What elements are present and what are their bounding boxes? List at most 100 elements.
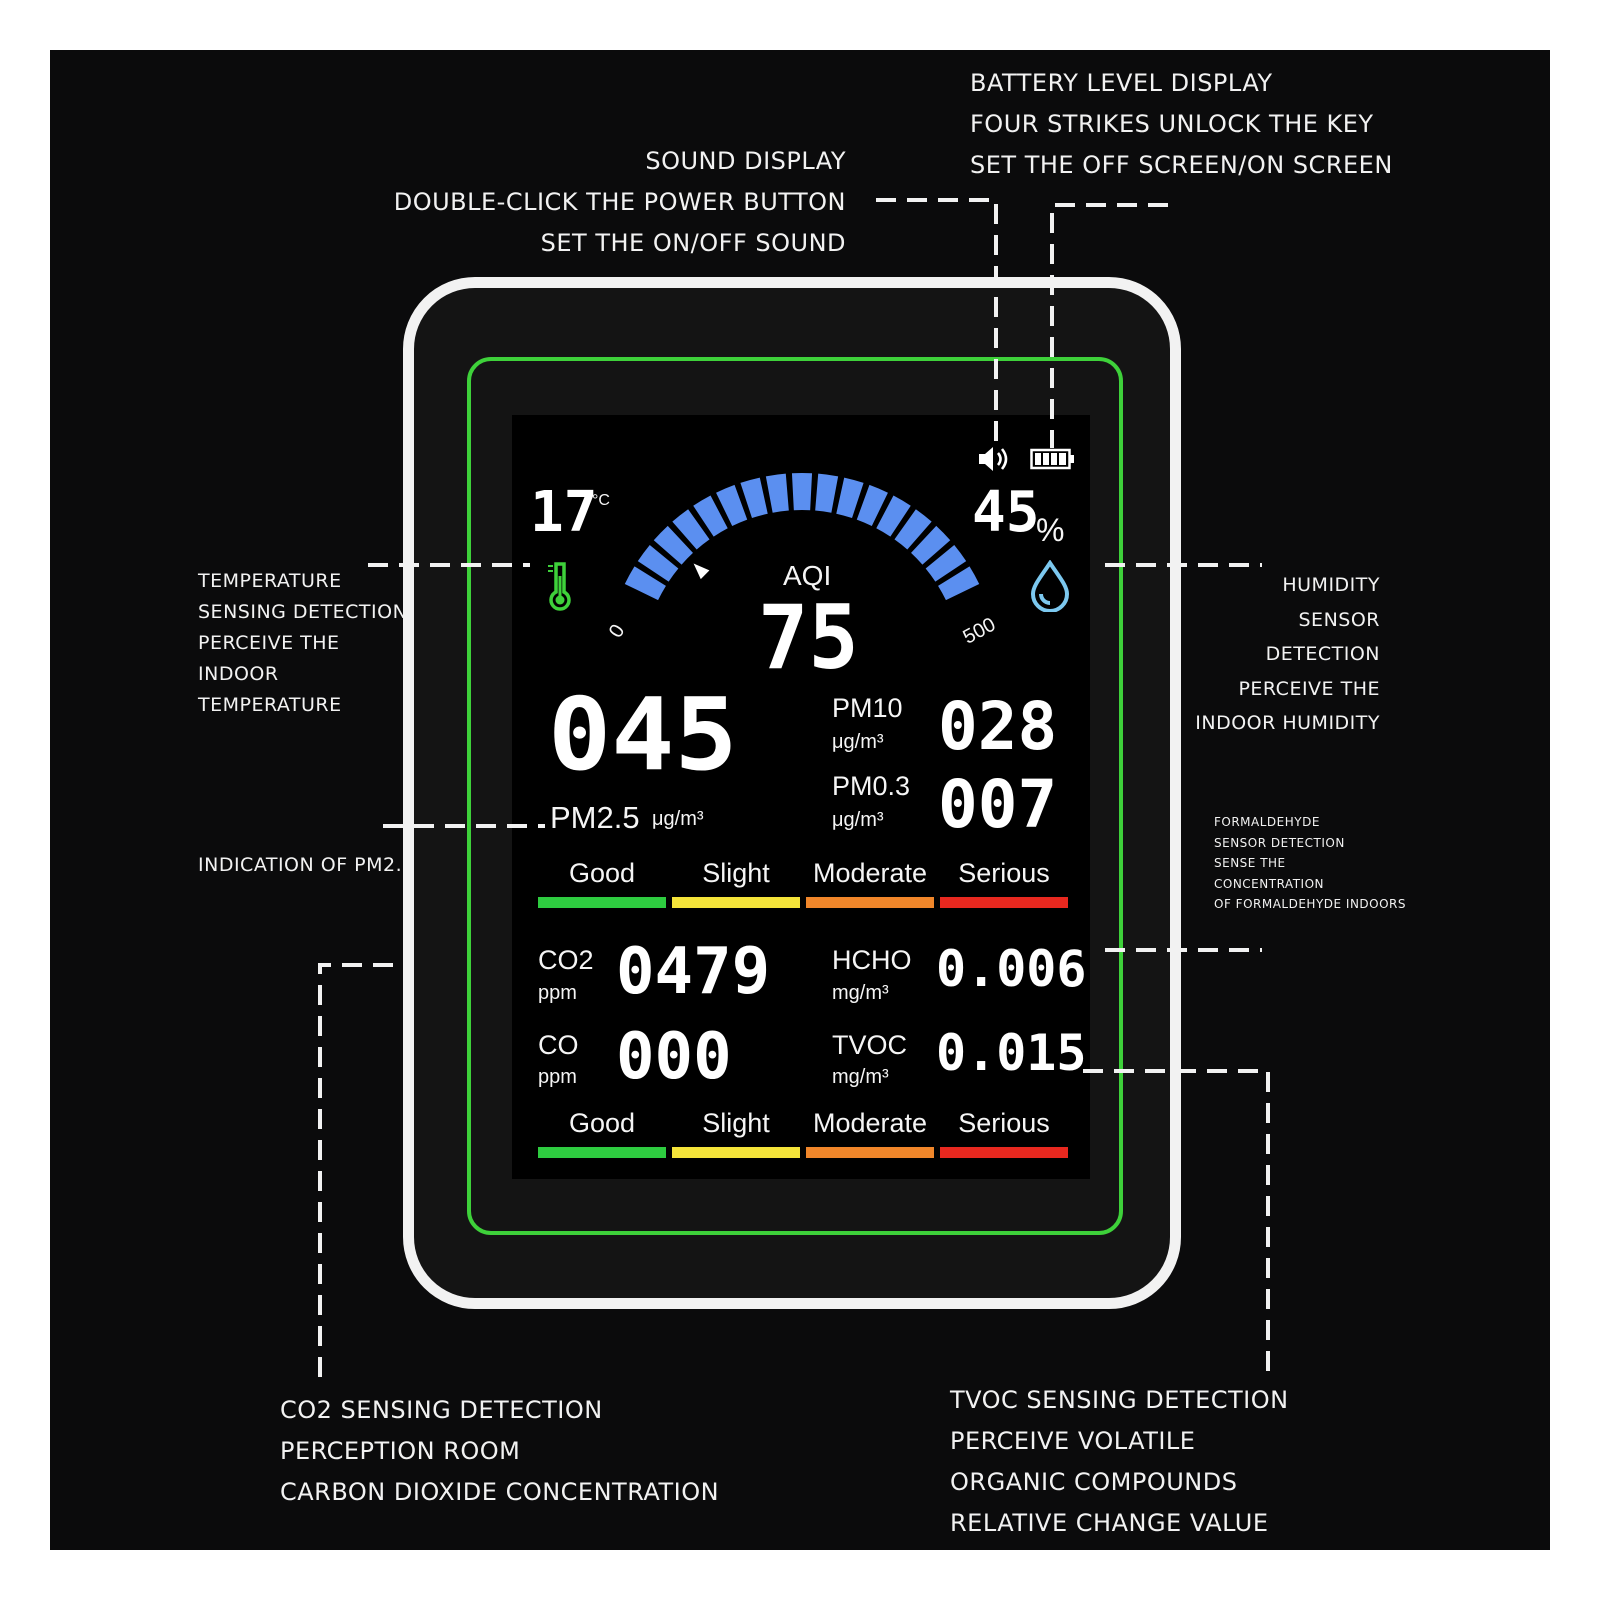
level-label-serious-2: Serious <box>958 1108 1050 1138</box>
level-bar-moderate-2 <box>806 1147 934 1158</box>
pm10-value: 028 <box>938 688 1058 765</box>
annotation-line: INDICATION OF PM2.5 <box>198 854 415 876</box>
pm25-value: 045 <box>548 676 738 793</box>
humidity-value: 45 <box>972 480 1040 545</box>
annotation-line: DOUBLE-CLICK THE POWER BUTTON <box>393 188 846 216</box>
gauge-segment <box>911 525 951 565</box>
co-label: CO <box>538 1030 579 1060</box>
annotation-line: SET THE OFF SCREEN/ON SCREEN <box>970 151 1393 179</box>
level-bar-serious-2 <box>940 1147 1068 1158</box>
gauge-segment <box>836 477 864 519</box>
level-bar-good-2 <box>538 1147 666 1158</box>
level-label-good-2: Good <box>568 1108 636 1138</box>
hcho-value: 0.006 <box>936 940 1087 998</box>
level-label-moderate: Moderate <box>812 858 928 888</box>
co2-value: 0479 <box>616 935 771 1009</box>
level-label-slight-2: Slight <box>702 1108 770 1138</box>
temperature-unit: °C <box>592 492 610 509</box>
annotation-line: TEMPERATURE <box>198 570 342 592</box>
battery-icon <box>1030 448 1074 470</box>
level-label-good: Good <box>568 858 636 888</box>
annotation-pm25: INDICATION OF PM2.5 <box>198 850 415 881</box>
annotation-line: TVOC SENSING DETECTION <box>950 1386 1289 1414</box>
annotation-co2: CO2 SENSING DETECTION PERCEPTION ROOM CA… <box>280 1390 719 1513</box>
annotation-line: OF FORMALDEHYDE INDOORS <box>1214 897 1407 911</box>
annotation-line: SOUND DISPLAY <box>645 147 846 175</box>
pm25-label: PM2.5 <box>550 800 640 835</box>
co-value: 000 <box>616 1020 732 1094</box>
level-label-slight: Slight <box>702 858 770 888</box>
co-unit: ppm <box>538 1066 577 1088</box>
annotation-line: PERCEPTION ROOM <box>280 1437 521 1465</box>
gauge-segment <box>716 484 748 527</box>
gauge-segment <box>938 566 980 601</box>
annotation-line: CARBON DIOXIDE CONCENTRATION <box>280 1478 720 1506</box>
gauge-segment <box>894 509 932 550</box>
hcho-unit: mg/m³ <box>832 982 889 1004</box>
speaker-icon <box>979 447 1008 471</box>
level-bar-slight-2 <box>672 1147 800 1158</box>
co2-unit: ppm <box>538 982 577 1004</box>
gauge-segment <box>876 495 911 537</box>
aqi-gauge <box>624 473 980 601</box>
gauge-segment <box>765 473 789 513</box>
tvoc-unit: mg/m³ <box>832 1066 889 1088</box>
leader-battery <box>1050 203 1168 448</box>
tvoc-label: TVOC <box>832 1030 908 1060</box>
annotation-line: ORGANIC COMPOUNDS <box>950 1468 1238 1496</box>
annotation-line: FOUR STRIKES UNLOCK THE KEY <box>970 110 1374 138</box>
level-bar-moderate <box>806 897 934 908</box>
annotation-battery: BATTERY LEVEL DISPLAY FOUR STRIKES UNLOC… <box>970 63 1393 186</box>
annotation-line: FORMALDEHYDE <box>1214 815 1320 829</box>
annotation-line: DETECTION <box>1265 643 1380 665</box>
annotation-line: CONCENTRATION <box>1214 876 1324 891</box>
annotation-line: TEMPERATURE <box>198 694 342 716</box>
pm03-value: 007 <box>938 766 1058 843</box>
temperature-value: 17 <box>530 480 598 545</box>
screen-border <box>467 357 1123 1235</box>
annotation-formaldehyde: FORMALDEHYDE SENSOR DETECTION SENSE THE … <box>1214 812 1406 915</box>
annotation-line: BATTERY LEVEL DISPLAY <box>970 69 1273 97</box>
annotation-line: PERCEIVE THE <box>1238 677 1380 700</box>
pm25-unit: μg/m³ <box>652 808 704 830</box>
gauge-segment <box>672 509 710 550</box>
humidity-unit: % <box>1036 512 1065 548</box>
gauge-segment <box>653 525 693 565</box>
annotation-line: SENSOR <box>1298 608 1380 631</box>
leader-co2 <box>318 963 393 1385</box>
leader-tvoc <box>1083 1069 1270 1375</box>
level-label-moderate-2: Moderate <box>812 1108 928 1138</box>
annotation-line: PERCEIVE THE <box>198 632 340 654</box>
level-bar-slight <box>672 897 800 908</box>
gauge-segment <box>693 495 728 537</box>
annotation-line: SENSOR DETECTION <box>1214 835 1345 850</box>
gauge-segment <box>925 544 967 582</box>
hcho-label: HCHO <box>832 945 912 975</box>
annotation-line: INDOOR HUMIDITY <box>1195 712 1380 734</box>
leader-sound <box>876 198 998 448</box>
annotation-humidity: HUMIDITY SENSOR DETECTION PERCEIVE THE I… <box>1195 568 1380 741</box>
annotation-line: RELATIVE CHANGE VALUE <box>950 1509 1269 1537</box>
co2-label: CO2 <box>538 945 594 975</box>
annotation-line: PERCEIVE VOLATILE <box>950 1427 1196 1455</box>
pm10-label: PM10 <box>832 693 903 723</box>
annotation-line: SET THE ON/OFF SOUND <box>540 229 846 257</box>
gauge-segment <box>791 473 813 511</box>
gauge-segment <box>856 484 888 527</box>
level-bar-good <box>538 897 666 908</box>
pm03-label: PM0.3 <box>832 771 911 801</box>
aqi-label: AQI <box>783 560 832 591</box>
gauge-segment <box>624 566 666 601</box>
annotation-line: INDOOR <box>198 663 279 685</box>
annotation-line: SENSING DETECTION <box>198 601 408 623</box>
gauge-segment <box>815 473 839 513</box>
water-drop-icon <box>1030 560 1070 612</box>
aqi-pointer <box>693 563 710 580</box>
annotation-sound: SOUND DISPLAY DOUBLE-CLICK THE POWER BUT… <box>394 141 846 264</box>
annotation-temperature: TEMPERATURE SENSING DETECTION PERCEIVE T… <box>198 566 407 721</box>
level-label-serious: Serious <box>958 858 1050 888</box>
annotation-line: SENSE THE <box>1214 856 1286 870</box>
gauge-segment <box>637 544 679 582</box>
annotation-tvoc: TVOC SENSING DETECTION PERCEIVE VOLATILE… <box>950 1380 1289 1544</box>
